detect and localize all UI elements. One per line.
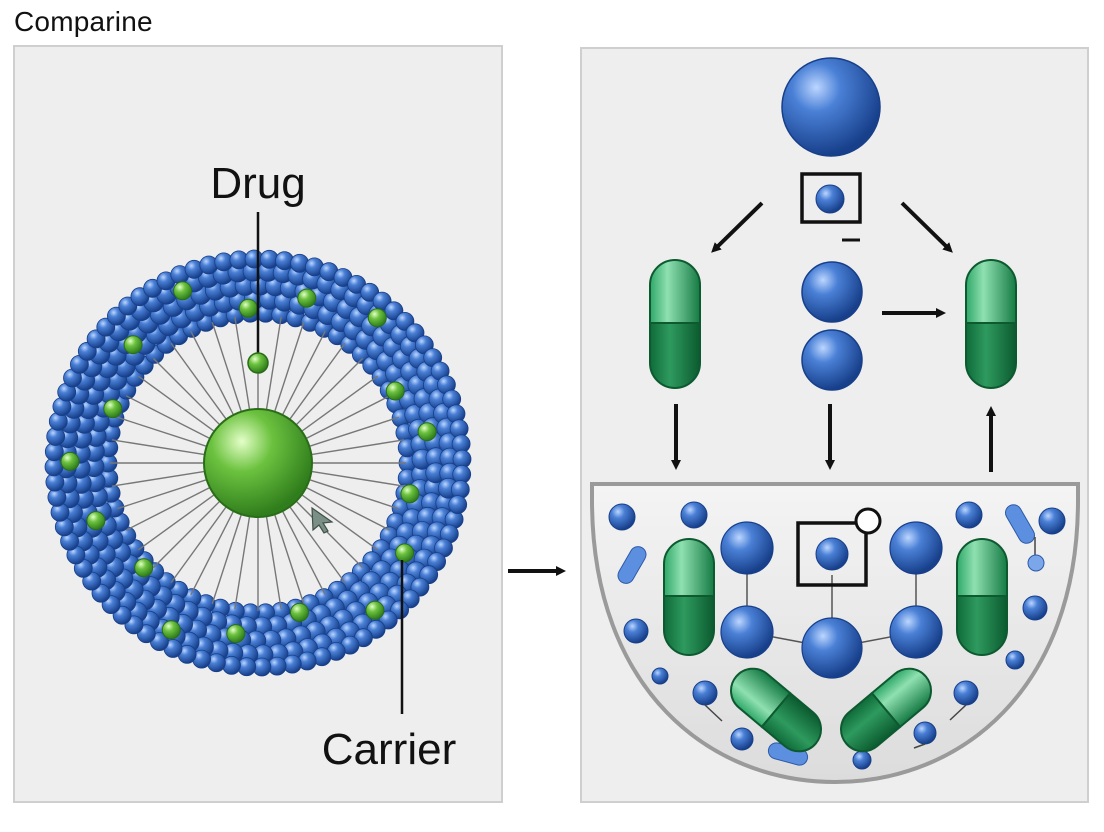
- drug-core: [203, 408, 313, 518]
- capsule-right-icon: [965, 259, 1017, 389]
- carrier-spoke: [234, 516, 251, 610]
- drug-bead: [365, 600, 385, 620]
- middle-sphere-upper: [801, 261, 863, 323]
- carrier-spoke: [170, 342, 227, 420]
- carrier-label: Carrier: [322, 725, 456, 774]
- arrow-top-left: [711, 201, 764, 253]
- carrier-spoke: [137, 494, 215, 551]
- carrier-spoke: [295, 500, 364, 569]
- carrier-spoke: [190, 510, 235, 596]
- bowl-spheres: [608, 501, 1066, 770]
- carrier-spoke: [117, 416, 207, 447]
- drug-bead-pointed: [247, 352, 269, 374]
- drug-bead: [134, 558, 154, 578]
- carrier-spoke: [301, 375, 379, 432]
- drug-bead: [173, 281, 193, 301]
- drug-bead: [103, 399, 123, 419]
- page-title: Comparine: [14, 6, 153, 37]
- carrier-spoke: [309, 479, 399, 510]
- carrier-spoke: [281, 510, 326, 596]
- cursor-icon: [311, 506, 334, 534]
- drug-bead: [297, 288, 317, 308]
- bowl-capsule-lower-left: [730, 667, 822, 753]
- carrier-spoke: [211, 322, 242, 412]
- carrier-sphere: [448, 495, 468, 515]
- carrier-spoke: [125, 486, 211, 531]
- carrier-spoke: [152, 357, 221, 426]
- carrier-spoke: [117, 479, 207, 510]
- carrier-spoke: [289, 342, 346, 420]
- carrier-spoke: [111, 470, 205, 487]
- carrier-spoke: [234, 316, 251, 410]
- top-frame-icon: [800, 172, 862, 242]
- arrow-top-right: [900, 201, 953, 253]
- bowl-capsule-lower-right: [840, 667, 932, 753]
- carrier-spoke: [295, 357, 364, 426]
- drug-bead: [161, 620, 181, 640]
- bowl-small-pills: [617, 504, 1045, 766]
- carrier-spoke: [265, 516, 282, 610]
- carrier-spoke: [125, 395, 211, 440]
- carrier-spoke: [301, 494, 379, 551]
- bowl-capsule-right: [956, 538, 1008, 656]
- drug-beads: [60, 281, 437, 644]
- carrier-spoke: [274, 322, 305, 412]
- drug-bead: [123, 335, 143, 355]
- capsule-left-icon: [649, 259, 701, 389]
- carrier-spoke: [152, 500, 221, 569]
- carrier-spoke: [274, 514, 305, 604]
- carrier-spoke: [311, 439, 405, 456]
- drug-label: Drug: [210, 159, 305, 208]
- carrier-spoke: [170, 506, 227, 584]
- drug-bead: [86, 511, 106, 531]
- middle-sphere-lower: [801, 329, 863, 391]
- bowl-capsule-left: [663, 538, 715, 656]
- carrier-spoke: [211, 514, 242, 604]
- top-sphere: [781, 57, 881, 157]
- drug-bead: [400, 484, 420, 504]
- carrier-spoke: [309, 416, 399, 447]
- carrier-spokes: [110, 315, 406, 611]
- drug-bead: [367, 308, 387, 328]
- drug-bead: [395, 543, 415, 563]
- carrier-spoke: [289, 506, 346, 584]
- carrier-spoke: [265, 316, 282, 410]
- drug-bead: [60, 451, 80, 471]
- carrier-spoke: [190, 330, 235, 416]
- drug-bead: [385, 381, 405, 401]
- bowl-frame-icon: [796, 507, 882, 587]
- carrier-spoke: [305, 486, 391, 531]
- carrier-spoke: [305, 395, 391, 440]
- drug-bead: [417, 422, 437, 442]
- carrier-spoke: [311, 470, 405, 487]
- drug-bead: [290, 602, 309, 622]
- drug-bead: [226, 624, 246, 644]
- carrier-spoke: [137, 375, 215, 432]
- drug-bead: [238, 298, 258, 318]
- carrier-spoke: [281, 330, 326, 416]
- carrier-spoke: [111, 439, 205, 456]
